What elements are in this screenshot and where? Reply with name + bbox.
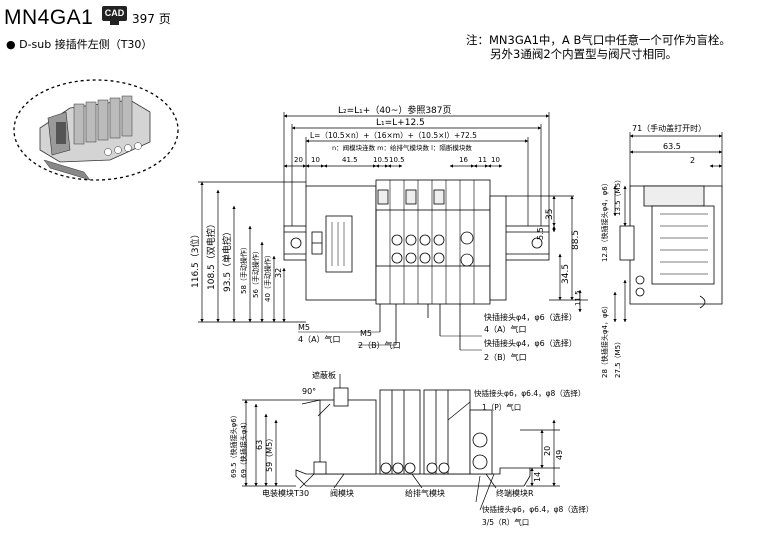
callout-qc-2b: 快插接头φ4，φ6（选择）	[484, 338, 577, 348]
dim-16: 16	[459, 156, 468, 164]
side-dim-71: 71（手动盖打开时）	[632, 123, 706, 133]
dim-40: 40（手动操作）	[263, 251, 272, 302]
bottom-view	[295, 387, 531, 487]
model-title: MN4GA1	[4, 6, 94, 29]
dim-93-5: 93.5（单电控）	[221, 227, 233, 292]
dim-10-5b: 10.5	[389, 156, 405, 164]
bottom-dim-63: 63	[255, 440, 264, 450]
callout-m5-2b: M5	[360, 329, 372, 338]
side-dim-63-5: 63.5	[663, 142, 681, 151]
dim-11-5: 11.5	[574, 290, 582, 306]
label-electrical-block: 电装模块T30	[262, 488, 309, 498]
dim-20: 20	[294, 156, 303, 164]
side-dim-13-5: 13.5（M5）	[614, 176, 622, 216]
dim-32: 32	[274, 268, 283, 278]
angle-label: 90°	[302, 387, 316, 396]
bottom-dim-69-5: 69.5（快插接头φ6）	[229, 411, 238, 478]
bottom-dim-49: 49	[555, 450, 564, 460]
dim-l-note: n：阀模块连数 m：给排气模块数 l：隔断模块数	[332, 143, 472, 152]
bottom-dimensions	[242, 374, 560, 511]
callout-m5-4a-port: 4（A）气口	[298, 334, 341, 344]
callout-qc-2b-port: 2（B）气口	[484, 352, 527, 362]
product-iso-image	[13, 79, 179, 181]
callout-port-1p: 1（P）气口	[482, 402, 521, 412]
label-end-block: 终端模块R	[496, 488, 534, 498]
dim-34-5: 34.5	[561, 264, 571, 284]
front-callout-lines	[298, 331, 482, 351]
cad-page-ref: 397 页	[132, 12, 171, 26]
callout-qc-4a-port: 4（A）气口	[484, 324, 527, 334]
side-view	[619, 185, 723, 309]
dim-56: 56（手动操作）	[251, 247, 260, 298]
callout-qc-1p: 快插接头φ6，φ6.4，φ8（选择）	[474, 388, 585, 398]
dim-88-5: 88.5	[571, 230, 581, 250]
side-dimensions	[613, 132, 723, 323]
label-valve-block: 阀模块	[330, 488, 354, 498]
dim-10: 10	[311, 156, 320, 164]
dim-l: L=（10.5×n）+（16×m）+（10.5×l）+72.5	[310, 131, 477, 140]
right-dimensions	[506, 195, 588, 313]
dim-58: 58（手动操作）	[239, 243, 248, 294]
callout-qc-4a: 快插接头φ4，φ6（选择）	[484, 312, 577, 322]
dim-116-5: 116.5（3位）	[189, 230, 201, 289]
note-line-2: 另外3通阀2个内置型与阀尺寸相同。	[490, 47, 678, 61]
cad-icon-stand	[110, 21, 119, 25]
dim-35: 35	[545, 209, 555, 220]
side-dim-27-5: 27.5（M5）	[614, 338, 622, 378]
dim-10-5a: 10.5	[373, 156, 389, 164]
side-dim-12-8: 12.8（快插接头φ4，φ6）	[600, 179, 609, 262]
dim-l2: L₂=L₁+（40~）参照387页	[338, 104, 452, 116]
dim-41-5: 41.5	[342, 156, 358, 164]
cad-icon[interactable]: CAD	[102, 6, 127, 21]
bottom-dim-59: 59（M5）	[265, 434, 274, 472]
left-dimensions	[198, 181, 306, 323]
note-line-1: 注：MN3GA1中，A B气口中任意一个可作为盲栓。	[466, 33, 731, 47]
dim-10r: 10	[491, 156, 500, 164]
dim-108-5: 108.5（双电控）	[205, 219, 217, 290]
callout-m5-2b-port: 2（B）气口	[358, 340, 401, 350]
bottom-dim-14: 14	[533, 472, 542, 482]
label-supply-block: 给排气模块	[405, 488, 445, 498]
top-dimensions	[283, 112, 550, 226]
front-view	[283, 179, 550, 350]
side-dim-2: 2	[690, 156, 695, 165]
callout-port-35r: 3/5（R）气口	[482, 517, 529, 527]
subtitle: ● D-sub 接插件左侧（T30）	[6, 38, 153, 51]
cover-plate-label: 遮蔽板	[312, 370, 336, 380]
side-dim-28: 28（快插接头φ4，φ6）	[600, 302, 609, 378]
bottom-dim-69: 69（快插接头φ4）	[239, 418, 248, 478]
dim-5-5: 5.5	[536, 227, 545, 240]
dim-l1: L₁=L+12.5	[376, 118, 425, 128]
callout-qc-35r: 快插接头φ6，φ6.4，φ8（选择）	[482, 504, 593, 514]
callout-m5-4a: M5	[298, 323, 310, 332]
bottom-dim-20: 20	[543, 446, 552, 456]
dim-11: 11	[478, 156, 487, 164]
